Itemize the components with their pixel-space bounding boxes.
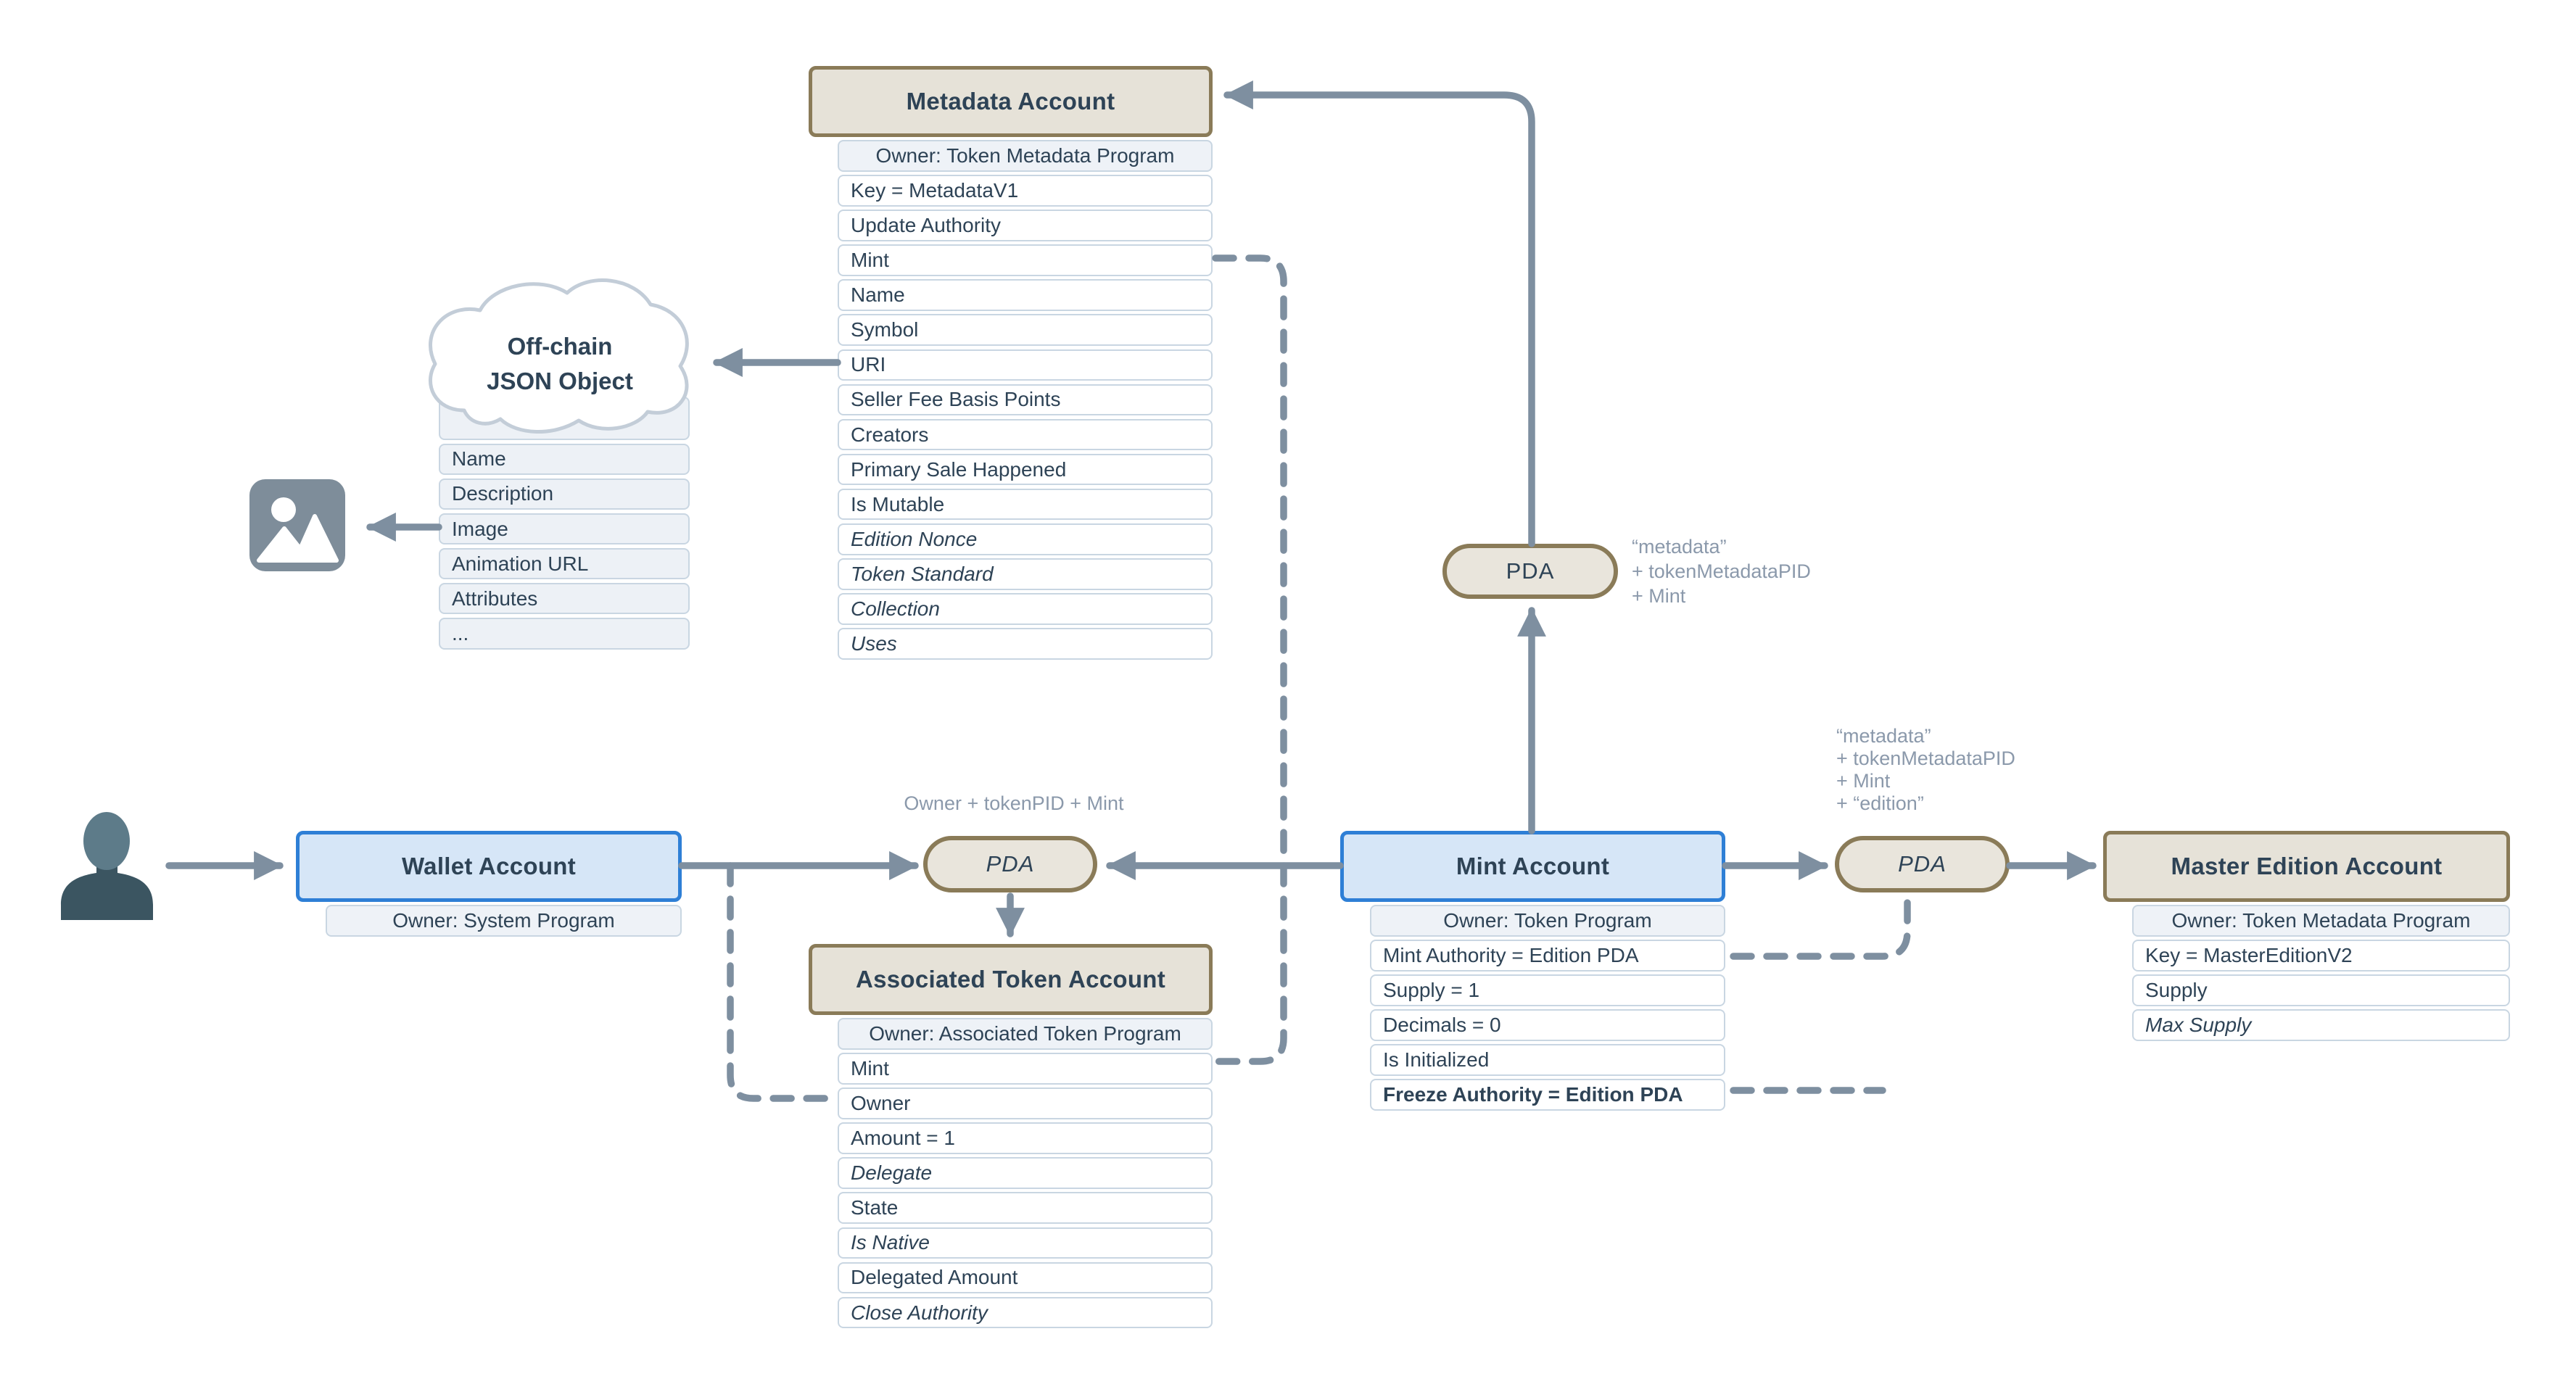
table-row: Creators [838,418,1213,451]
table-row: Supply [2132,974,2510,1006]
table-row: Delegated Amount [838,1262,1213,1294]
master-edition-account-header: Master Edition Account [2103,831,2510,902]
table-row: State [838,1192,1213,1224]
table-row: Is Native [838,1227,1213,1259]
table-row: Name [838,279,1213,311]
pda-seed-line: + Mint [1836,770,1891,792]
image-icon [249,479,345,571]
metadata-account-header: Metadata Account [809,66,1213,137]
table-row: Seller Fee Basis Points [838,384,1213,416]
table-row: URI [838,349,1213,381]
table-row: Decimals = 0 [1370,1009,1725,1041]
arrow-metadata-pda-to-metadata [1223,80,1535,547]
table-row: Collection [838,593,1213,625]
pda-seed-line: + tokenMetadataPID [1836,747,2015,769]
table-row-blank [439,397,690,440]
table-row: Freeze Authority = Edition PDA [1370,1079,1725,1111]
table-row: Mint Authority = Edition PDA [1370,940,1725,972]
table-row: Token Standard [838,558,1213,590]
table-row: Mint [838,244,1213,276]
table-row: Owner [838,1088,1213,1119]
pda-seed-line: + tokenMetadataPID [1632,560,1811,582]
pda-seed-line: + “edition” [1836,792,1924,814]
user-icon [61,812,153,920]
offchain-json-fields: Name Description Image Animation URL Att… [439,397,690,650]
associated-token-account-header: Associated Token Account [809,944,1213,1015]
mint-account-fields: Owner: Token Program Mint Authority = Ed… [1370,905,1725,1111]
edition-pda-pill: PDA [1835,836,2010,892]
table-row: Animation URL [439,547,690,580]
pda-seed-line: “metadata” [1836,725,1931,747]
cloud-label-line2: JSON Object [487,368,633,394]
edition-pda-seed-label: “metadata” + tokenMetadataPID + Mint + “… [1836,725,2015,815]
table-row: Amount = 1 [838,1122,1213,1154]
pda-seed-line: + Mint [1632,585,1686,607]
table-row: Key = MetadataV1 [838,175,1213,207]
wallet-account-fields: Owner: System Program [326,905,682,937]
table-row: Key = MasterEditionV2 [2132,940,2510,972]
table-row: Attributes [439,582,690,615]
owner-row: Owner: Token Metadata Program [2132,905,2510,937]
dashed-mint-authority-to-edition-pda [1730,897,1911,960]
ata-pda-seed-label: Owner + tokenPID + Mint [904,792,1124,814]
table-row: Supply = 1 [1370,974,1725,1006]
metadata-pda-seed-label: “metadata” + tokenMetadataPID + Mint [1632,534,1811,608]
table-row: Image [439,513,690,545]
table-row: Symbol [838,314,1213,346]
table-row: ... [439,618,690,650]
pda-seed-line: “metadata” [1632,536,1727,558]
table-row: Max Supply [2132,1009,2510,1041]
master-edition-account-fields: Owner: Token Metadata Program Key = Mast… [2132,905,2510,1041]
table-row: Mint [838,1053,1213,1085]
table-row: Description [439,478,690,510]
table-row: Is Mutable [838,488,1213,521]
table-row: Is Initialized [1370,1044,1725,1076]
owner-row: Owner: System Program [326,905,682,937]
metadata-pda-pill: PDA [1442,544,1618,599]
owner-row: Owner: Associated Token Program [838,1018,1213,1050]
metadata-account-fields: Owner: Token Metadata Program Key = Meta… [838,140,1213,660]
table-row: Uses [838,628,1213,660]
mint-account-header: Mint Account [1340,831,1725,902]
table-row: Delegate [838,1157,1213,1189]
table-row: Close Authority [838,1296,1213,1329]
owner-row: Owner: Token Program [1370,905,1725,937]
table-row: Edition Nonce [838,523,1213,555]
table-row: Primary Sale Happened [838,453,1213,486]
associated-token-account-fields: Owner: Associated Token Program Mint Own… [838,1018,1213,1329]
cloud-label-line1: Off-chain [508,333,613,360]
table-row: Update Authority [838,210,1213,241]
ata-pda-pill: PDA [923,836,1097,892]
table-row: Name [439,443,690,476]
owner-row: Owner: Token Metadata Program [838,140,1213,172]
dashed-metadata-mint-to-ata-mint [1212,254,1287,1065]
wallet-account-header: Wallet Account [296,831,682,902]
